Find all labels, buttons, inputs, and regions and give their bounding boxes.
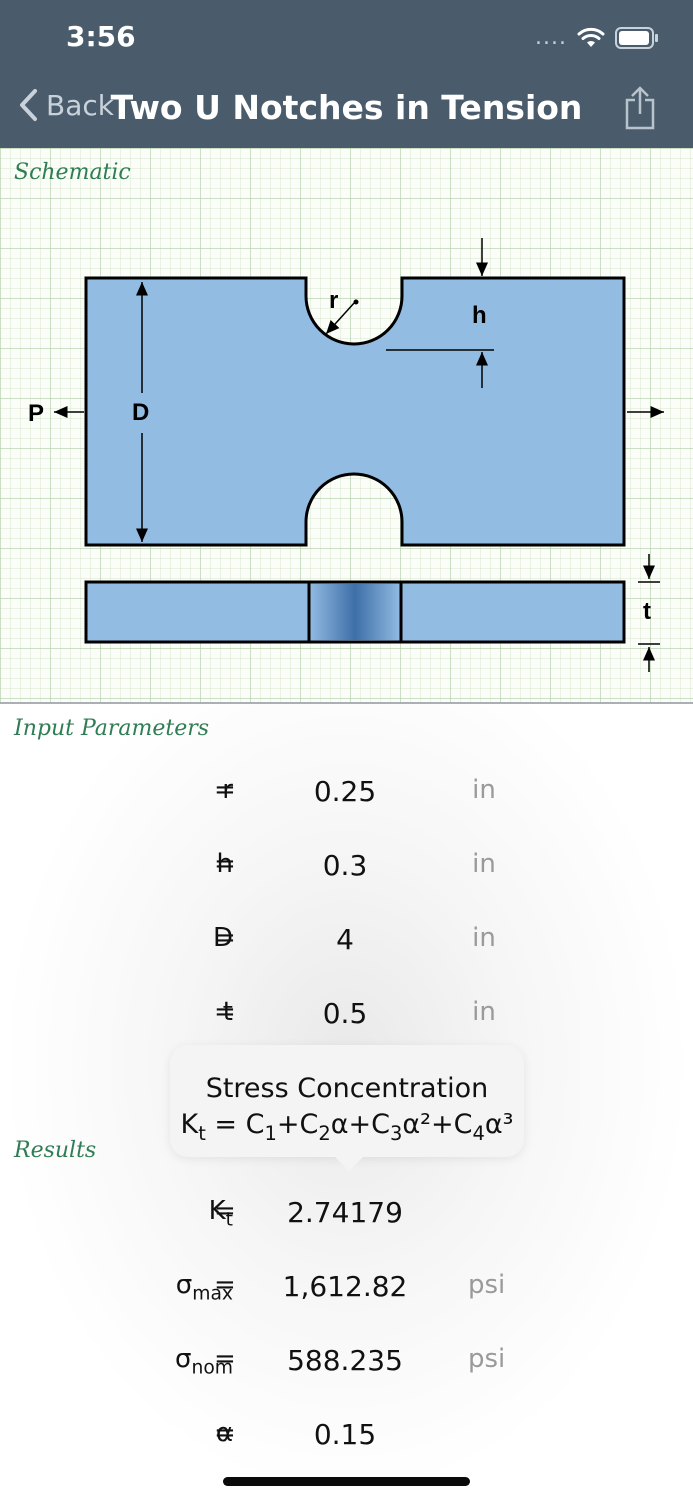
battery-icon — [615, 27, 658, 49]
tooltip-title: Stress Concentration — [205, 1073, 489, 1104]
formula-tooltip: Stress Concentration Kt = C1+C2α+C3α²+C4… — [170, 1045, 524, 1171]
result-symbol: Kt — [208, 1196, 233, 1231]
side-view-notch — [309, 584, 401, 640]
label-D: D — [132, 399, 149, 426]
result-value-kt: 2.74179 — [287, 1196, 403, 1229]
inputs-section-label: Input Parameters — [14, 716, 210, 741]
result-symbol: σnom — [174, 1344, 233, 1379]
result-value-alpha: 0.15 — [313, 1418, 377, 1451]
equals-sign: = — [214, 1196, 236, 1226]
tooltip-formula: Kt = C1+C2α+C3α²+C4α³ — [180, 1109, 514, 1145]
back-button[interactable]: Back — [18, 88, 114, 122]
result-symbol: σmax — [175, 1270, 233, 1305]
equals-sign: = — [214, 1270, 236, 1300]
input-value-r[interactable]: 0.25 — [313, 775, 377, 808]
signal-dots: .... — [535, 25, 567, 50]
input-row-D: D = 4 in — [0, 923, 693, 973]
input-row-t: t = 0.5 in — [0, 997, 693, 1047]
label-P: P — [28, 400, 44, 427]
input-value-h[interactable]: 0.3 — [322, 849, 368, 882]
input-symbol: r — [222, 775, 233, 805]
plate-shape — [84, 276, 626, 547]
input-symbol: D — [212, 923, 233, 953]
result-row-kt[interactable]: Kt = 2.74179 — [0, 1196, 693, 1246]
result-row-sigma-max[interactable]: σmax = 1,612.82 psi — [0, 1270, 693, 1320]
unit-sigma-nom[interactable]: psi — [468, 1344, 506, 1374]
input-value-t[interactable]: 0.5 — [322, 997, 368, 1030]
input-value-D[interactable]: 4 — [336, 923, 354, 956]
equals-sign: = — [214, 849, 236, 879]
input-row-h: h = 0.3 in — [0, 849, 693, 899]
wifi-icon — [577, 27, 605, 47]
label-t: t — [643, 598, 651, 625]
input-symbol: h — [216, 849, 233, 879]
schematic-section-label: Schematic — [14, 160, 131, 185]
schematic-diagram: P D r h t — [28, 238, 664, 672]
equals-sign: = — [214, 997, 236, 1027]
share-icon[interactable] — [623, 86, 657, 130]
result-value-sigma-max: 1,612.82 — [282, 1270, 408, 1303]
results-section-label: Results — [14, 1138, 97, 1163]
equals-sign: = — [214, 775, 236, 805]
result-symbol: α — [215, 1418, 233, 1448]
home-indicator[interactable] — [223, 1477, 470, 1486]
navigation-header: 3:56 .... Back Two U Notches in Tension — [0, 0, 693, 148]
unit-t[interactable]: in — [472, 997, 496, 1027]
equals-sign: = — [214, 923, 236, 953]
label-r: r — [329, 287, 338, 314]
unit-r[interactable]: in — [472, 775, 496, 805]
equals-sign: = — [214, 1418, 236, 1448]
status-time: 3:56 — [66, 20, 136, 53]
label-h: h — [472, 302, 487, 329]
schematic-panel: Schematic — [0, 148, 693, 704]
unit-sigma-max[interactable]: psi — [468, 1270, 506, 1300]
input-symbol: t — [222, 997, 233, 1027]
equals-sign: = — [214, 1344, 236, 1374]
tooltip-arrow — [335, 1157, 363, 1171]
status-icons: .... — [535, 24, 659, 52]
input-row-r: r = 0.25 in — [0, 775, 693, 825]
result-row-alpha[interactable]: α = 0.15 — [0, 1418, 693, 1468]
chevron-left-icon — [20, 89, 37, 121]
result-value-sigma-nom: 588.235 — [287, 1344, 403, 1377]
back-label: Back — [46, 88, 114, 122]
unit-h[interactable]: in — [472, 849, 496, 879]
unit-D[interactable]: in — [472, 923, 496, 953]
result-row-sigma-nom[interactable]: σnom = 588.235 psi — [0, 1344, 693, 1394]
